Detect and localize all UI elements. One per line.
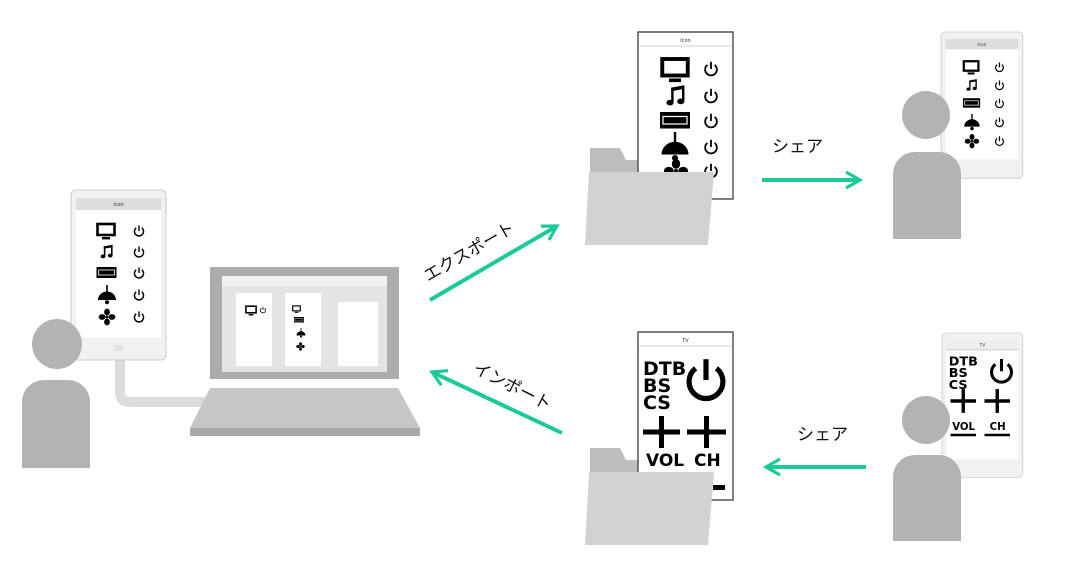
input-dtb: DTB	[949, 354, 978, 369]
remote-title: TV	[681, 338, 689, 344]
remote-title: Icon	[680, 38, 690, 44]
ch-label: CH	[694, 451, 721, 471]
share-label-bottom: シェア	[797, 425, 848, 445]
folder-front-icon	[585, 172, 714, 245]
remote-title: Icon	[113, 202, 123, 208]
input-cs: CS	[643, 392, 671, 414]
vol-label: VOL	[952, 422, 975, 433]
import-label: インポート	[470, 359, 555, 415]
home-button-icon	[114, 345, 123, 351]
laptop-keyboard-base	[190, 388, 420, 428]
sender-phone-tv-remote: TV DTB BS CS VOL CH	[941, 332, 1024, 478]
recipient-phone-icon-remote: Icon	[940, 31, 1024, 179]
folder-front-icon	[585, 472, 714, 545]
import-flow: インポート	[429, 359, 563, 435]
ch-label: CH	[990, 422, 1006, 433]
recipient-user-top: Icon	[893, 31, 1024, 239]
sender-user-bottom: TV DTB BS CS VOL CH	[893, 332, 1024, 541]
remote-title: TV	[979, 343, 986, 349]
remote-title: Icon	[977, 42, 986, 48]
left-user: Icon	[22, 189, 205, 468]
share-out-flow: シェア	[762, 137, 864, 190]
person-head-icon	[902, 396, 950, 444]
input-cs: CS	[949, 378, 968, 393]
vol-label: VOL	[646, 451, 684, 471]
share-label-top: シェア	[772, 137, 823, 157]
imported-file-folder: TV DTB BS CS VOL CH	[585, 331, 734, 545]
usb-cable	[115, 358, 205, 407]
person-head-icon	[32, 319, 82, 369]
left-phone-icon-remote: Icon	[70, 189, 167, 361]
export-arrow-icon	[428, 224, 560, 302]
export-flow: エクスポート	[421, 218, 560, 302]
laptop	[190, 267, 420, 436]
import-arrow-icon	[429, 369, 563, 435]
person-head-icon	[902, 91, 950, 139]
input-dtb: DTB	[643, 358, 686, 380]
input-bs: BS	[949, 366, 968, 381]
exported-file-folder: Icon	[585, 31, 734, 245]
share-in-flow: シェア	[762, 425, 866, 477]
input-bs: BS	[643, 375, 671, 397]
